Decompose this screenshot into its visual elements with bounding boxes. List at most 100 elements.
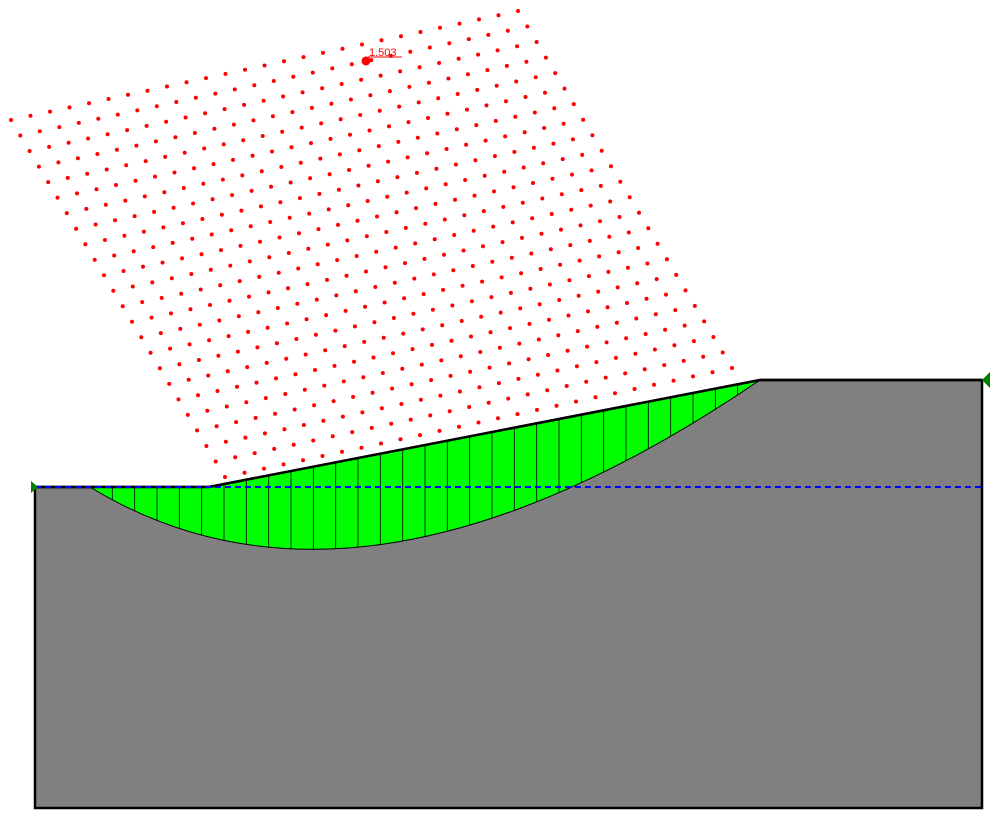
- grid-dot: [375, 214, 379, 219]
- grid-dot: [436, 96, 441, 101]
- grid-dot: [243, 67, 247, 72]
- grid-dot: [530, 216, 535, 221]
- grid-dot: [348, 97, 353, 102]
- grid-dot: [486, 32, 491, 37]
- grid-dot: [298, 160, 303, 165]
- grid-dot: [106, 97, 111, 101]
- grid-dot: [208, 303, 212, 307]
- grid-dot: [452, 233, 457, 237]
- grid-dot: [682, 323, 687, 328]
- grid-dot: [391, 351, 395, 356]
- grid-dot: [410, 347, 415, 352]
- grid-dot: [570, 172, 574, 177]
- grid-dot: [606, 269, 611, 274]
- grid-dot: [439, 358, 444, 363]
- ground-surface-line: [35, 378, 982, 489]
- grid-dot: [513, 114, 518, 119]
- grid-dot: [711, 335, 716, 339]
- grid-dot: [214, 424, 219, 429]
- grid-dot: [537, 302, 542, 307]
- grid-dot: [664, 292, 668, 297]
- grid-dot: [588, 203, 593, 208]
- grid-dot: [560, 157, 565, 162]
- grid-dot: [569, 207, 574, 212]
- grid-dot: [336, 222, 340, 227]
- grid-dot: [18, 133, 23, 138]
- grid-dot: [168, 346, 173, 351]
- grid-dot: [627, 195, 632, 200]
- grid-dot: [556, 333, 561, 338]
- grid-dot: [527, 321, 532, 326]
- grid-dot: [587, 238, 592, 243]
- grid-dot: [352, 324, 357, 329]
- grid-dot: [662, 363, 667, 368]
- grid-dot: [263, 396, 268, 401]
- grid-dot: [644, 296, 649, 301]
- grid-dot: [407, 84, 412, 89]
- grid-dot: [326, 207, 331, 212]
- grid-dot: [220, 177, 225, 182]
- grid-dot: [455, 92, 460, 96]
- grid-dot: [476, 52, 481, 57]
- grid-dot: [264, 360, 269, 365]
- grid-dot: [534, 40, 539, 44]
- grid-dot: [525, 24, 530, 29]
- grid-dot: [442, 217, 447, 222]
- grid-dot: [655, 241, 660, 246]
- grid-dot: [541, 161, 546, 166]
- green-triangle-left-icon: [982, 372, 990, 388]
- grid-dot: [217, 318, 222, 323]
- grid-dot: [224, 404, 229, 409]
- grid-dot: [123, 198, 128, 203]
- grid-dot: [183, 115, 188, 120]
- grid-dot: [272, 446, 277, 451]
- grid-dot: [150, 280, 155, 285]
- slip-slices: [111, 384, 739, 550]
- grid-dot: [609, 164, 613, 169]
- grid-dot: [304, 317, 309, 322]
- grid-dot: [200, 217, 205, 221]
- grid-dot: [522, 130, 527, 135]
- grid-dot: [472, 193, 477, 198]
- grid-dot: [56, 160, 61, 165]
- grid-dot: [191, 201, 196, 206]
- grid-dot: [286, 286, 290, 291]
- grid-dot: [307, 211, 312, 216]
- grid-dot: [328, 136, 333, 141]
- grid-dot: [290, 110, 295, 115]
- grid-dot: [124, 163, 129, 168]
- grid-dot: [396, 139, 401, 144]
- grid-dot: [497, 345, 502, 350]
- grid-dot: [292, 407, 297, 412]
- grid-dot: [255, 345, 260, 350]
- grid-dot: [226, 334, 231, 339]
- grid-dot: [357, 148, 362, 153]
- grid-dot: [237, 279, 242, 284]
- grid-dot: [375, 179, 380, 184]
- grid-dot: [221, 142, 226, 147]
- grid-dot: [48, 109, 52, 114]
- grid-dot: [196, 393, 200, 398]
- grid-dot: [111, 288, 116, 293]
- grid-dot: [605, 305, 610, 310]
- grid-dot: [403, 261, 407, 266]
- grid-dot: [133, 178, 138, 183]
- grid-dot: [510, 220, 515, 225]
- grid-dot: [76, 120, 81, 125]
- grid-dot: [558, 262, 563, 267]
- grid-dot: [581, 117, 586, 122]
- grid-dot: [212, 126, 217, 131]
- grid-dot: [344, 273, 349, 278]
- grid-dot: [520, 235, 524, 240]
- grid-dot: [254, 380, 259, 385]
- grid-dot: [211, 162, 216, 167]
- grid-dot: [337, 152, 342, 157]
- grid-dot: [130, 319, 134, 324]
- grid-dot: [378, 73, 383, 78]
- grid-dot: [645, 261, 650, 266]
- grid-dot: [412, 276, 417, 281]
- grid-dot: [201, 181, 206, 186]
- grid-dot: [590, 133, 595, 138]
- grid-dot: [437, 61, 442, 65]
- grid-dot: [218, 283, 223, 288]
